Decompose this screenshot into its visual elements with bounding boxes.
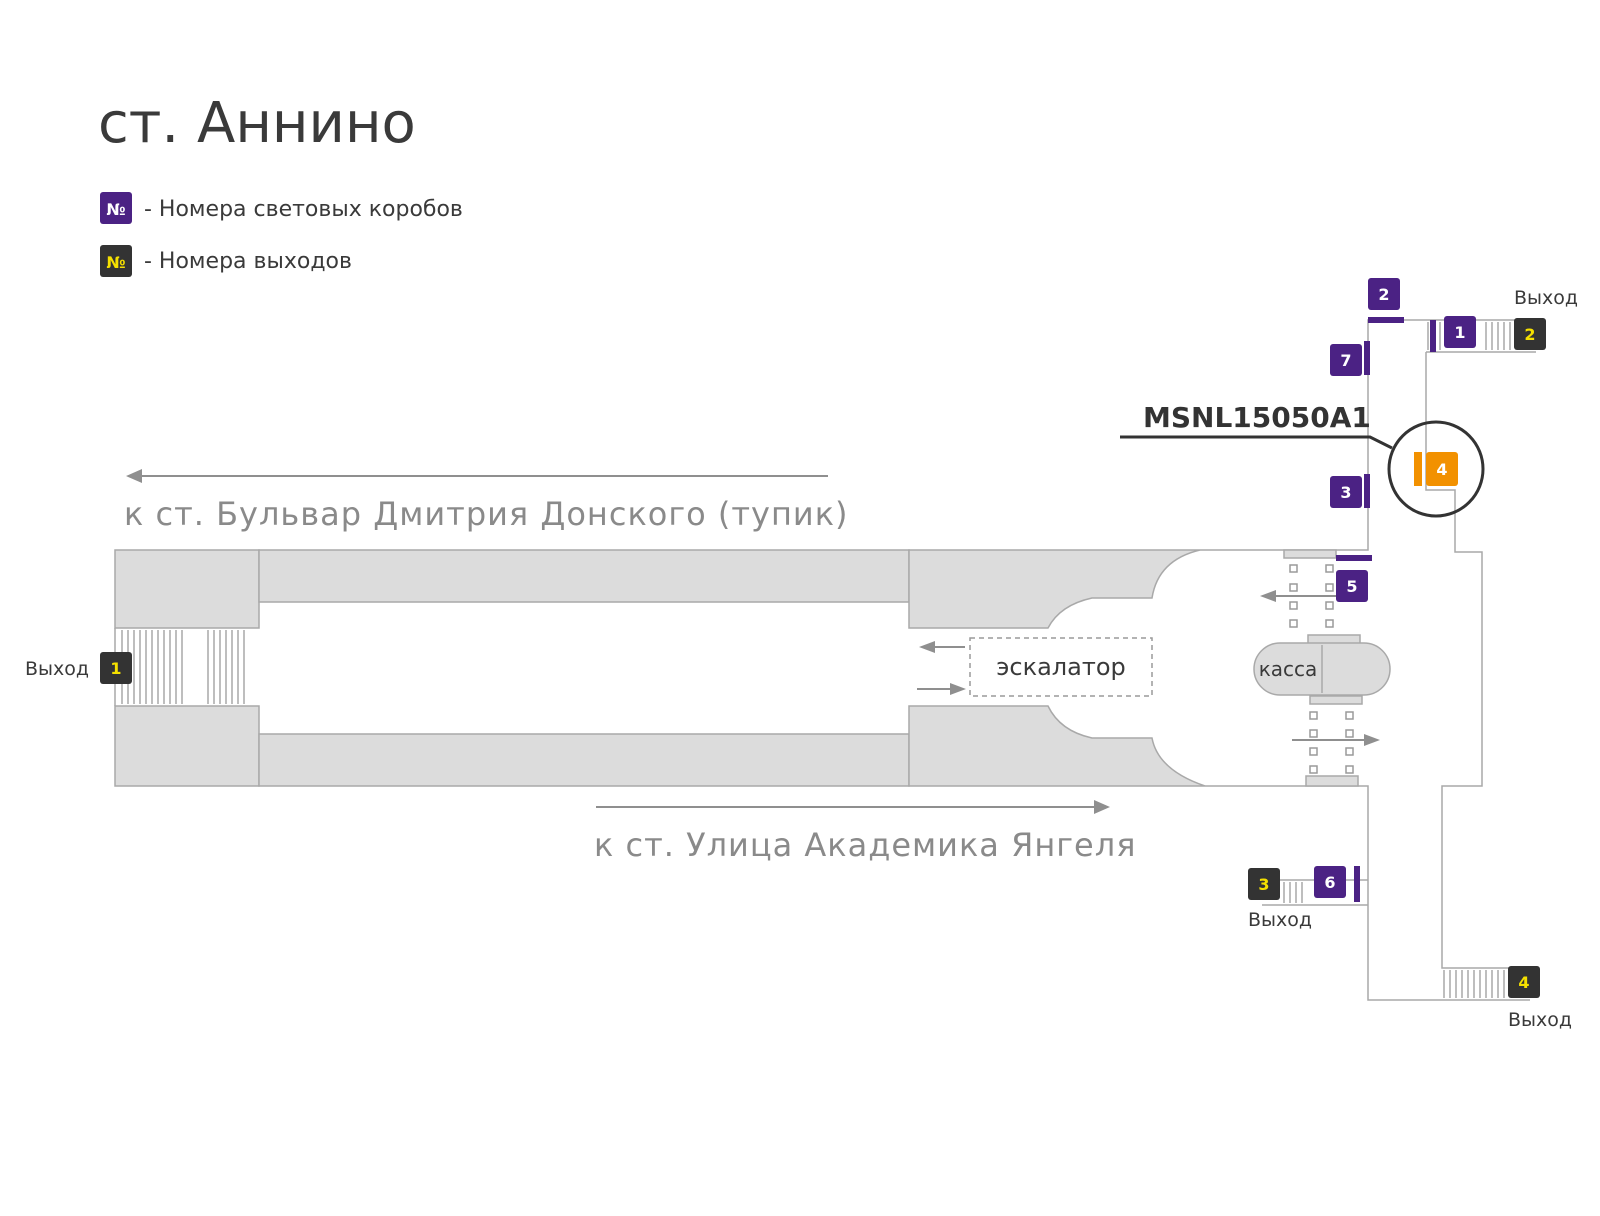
exit-3-label: Выход <box>1248 909 1312 931</box>
direction-west: к ст. Бульвар Дмитрия Донского (тупик) <box>124 469 849 533</box>
lightbox-7[interactable]: 7 <box>1330 344 1362 376</box>
exit-2[interactable]: 2 Выход <box>1514 287 1578 350</box>
escalator-label: эскалатор <box>996 653 1126 681</box>
exit-legend-swatch <box>100 245 132 277</box>
turnstiles <box>1260 549 1380 787</box>
exit-4[interactable]: 4 Выход <box>1508 966 1572 1031</box>
exit-1-number: 1 <box>110 659 121 678</box>
lightbox-legend-symbol: № <box>106 200 125 219</box>
lightbox-code: MSNL15050A1 <box>1143 401 1371 434</box>
cashier-label: касса <box>1259 657 1318 681</box>
exit-2-label: Выход <box>1514 287 1578 309</box>
exit-1[interactable]: 1 Выход <box>25 652 132 684</box>
lightbox-2[interactable]: 2 <box>1368 278 1400 310</box>
svg-text:5: 5 <box>1346 577 1357 596</box>
legend: № - Номера световых коробов № - Номера в… <box>100 192 463 277</box>
exit-3-number: 3 <box>1258 875 1269 894</box>
lightbox-code-callout: MSNL15050A1 <box>1120 401 1393 450</box>
lightbox-legend-text: - Номера световых коробов <box>144 197 463 222</box>
svg-text:6: 6 <box>1324 873 1335 892</box>
direction-east: к ст. Улица Академика Янгеля <box>594 800 1136 864</box>
exit-2-stairs <box>1427 322 1511 350</box>
exit-1-label: Выход <box>25 658 89 680</box>
lightbox-3[interactable]: 3 <box>1330 476 1362 508</box>
concourse-south-block <box>908 705 1206 787</box>
concourse-north-block <box>908 549 1201 629</box>
platform-south-wall <box>258 733 910 787</box>
exit-4-number: 4 <box>1518 973 1529 992</box>
lightbox-legend-swatch <box>100 192 132 224</box>
exit-3-stairs <box>1283 882 1303 903</box>
exit-4-label: Выход <box>1508 1009 1572 1031</box>
svg-text:7: 7 <box>1340 351 1351 370</box>
exit-3[interactable]: 3 Выход <box>1248 868 1312 931</box>
platform-north-wall <box>258 549 910 603</box>
west-vestibule <box>114 549 260 787</box>
exit-4-stairs <box>1443 970 1505 998</box>
svg-text:2: 2 <box>1378 285 1389 304</box>
lightbox-6[interactable]: 6 <box>1314 866 1346 898</box>
cashier: касса <box>1253 634 1391 696</box>
direction-west-label: к ст. Бульвар Дмитрия Донского (тупик) <box>124 495 849 533</box>
exit-legend-symbol: № <box>106 253 125 272</box>
lightbox-5[interactable]: 5 <box>1336 570 1368 602</box>
lightbox-1[interactable]: 1 <box>1444 316 1476 348</box>
direction-east-label: к ст. Улица Академика Янгеля <box>594 826 1136 864</box>
highlighted-lightbox-number: 4 <box>1436 460 1447 479</box>
escalator-zone: эскалатор <box>917 637 1153 697</box>
svg-text:1: 1 <box>1454 323 1465 342</box>
highlighted-lightbox-4[interactable]: 4 <box>1387 420 1485 518</box>
lightbox-bars <box>1336 317 1436 902</box>
station-title: ст. Аннино <box>98 91 416 156</box>
svg-text:3: 3 <box>1340 483 1351 502</box>
west-exit-stairs <box>121 630 245 704</box>
exit-legend-text: - Номера выходов <box>144 249 352 274</box>
exit-2-number: 2 <box>1524 325 1535 344</box>
